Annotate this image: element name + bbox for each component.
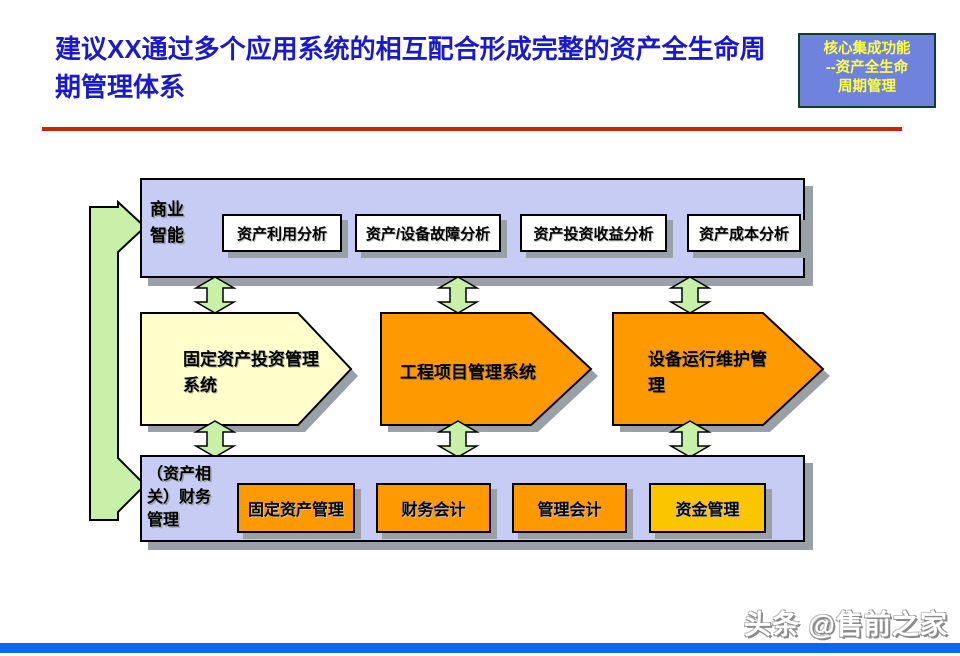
left-loop-arrow-icon — [89, 199, 147, 521]
analysis-box-asset-cost: 资产成本分析 — [687, 214, 801, 252]
slide-title-line-2: 期管理体系 — [55, 72, 186, 102]
watermark: 头条 @售前之家 — [744, 610, 948, 640]
business-intelligence-label: 商业 智能 — [150, 197, 194, 249]
finance-box-financial-accounting: 财务会计 — [376, 483, 491, 533]
corner-badge-line-1: 核心集成功能 — [823, 41, 911, 57]
double-arrow-icon — [668, 276, 712, 314]
double-arrow-icon — [436, 276, 480, 314]
system-arrow-fixed-asset-investment — [140, 312, 358, 432]
fin-label-line-1: （资产相 — [147, 466, 212, 483]
system-label-line: 理 — [648, 376, 665, 395]
finance-box-capital-management: 资金管理 — [649, 483, 766, 533]
double-arrow-icon — [193, 420, 237, 458]
footer-bar — [0, 643, 960, 653]
title-divider — [42, 127, 902, 131]
system-arrow-equipment-maintenance — [612, 312, 830, 432]
corner-badge-line-3: 周期管理 — [838, 79, 896, 95]
financial-management-label: （资产相 关）财务 管理 — [147, 463, 227, 532]
system-label-fixed-asset-investment: 固定资产投资管理 系统 — [183, 347, 319, 399]
double-arrow-icon — [193, 276, 237, 314]
corner-badge: 核心集成功能 --资产全生命 周期管理 — [798, 33, 936, 108]
business-intelligence-band: 商业 智能 资产利用分析 资产/设备故障分析 资产投资收益分析 资产成本分析 — [140, 178, 805, 278]
system-label-line: 系统 — [183, 376, 217, 395]
system-label-project-management: 工程项目管理系统 — [400, 360, 536, 386]
double-arrow-icon — [436, 420, 480, 458]
slide-title: 建议XX通过多个应用系统的相互配合形成完整的资产全生命周 期管理体系 — [55, 30, 800, 106]
system-label-line: 固定资产投资管理 — [183, 350, 319, 369]
finance-box-fixed-asset-management: 固定资产管理 — [237, 483, 355, 533]
double-arrow-icon — [668, 420, 712, 458]
corner-badge-line-2: --资产全生命 — [825, 60, 909, 76]
financial-management-band: （资产相 关）财务 管理 固定资产管理 财务会计 管理会计 资金管理 — [140, 455, 805, 542]
slide-title-line-1: 建议XX通过多个应用系统的相互配合形成完整的资产全生命周 — [55, 34, 766, 64]
bi-label-line-1: 商业 — [150, 200, 184, 219]
system-label-line: 设备运行维护管 — [648, 350, 767, 369]
finance-box-management-accounting: 管理会计 — [512, 483, 627, 533]
system-label-equipment-maintenance: 设备运行维护管 理 — [648, 347, 767, 399]
system-arrow-project-management — [380, 312, 598, 432]
analysis-box-asset-utilization: 资产利用分析 — [222, 214, 342, 252]
analysis-box-asset-equipment-failure: 资产/设备故障分析 — [355, 214, 501, 252]
bi-label-line-2: 智能 — [150, 226, 184, 245]
analysis-box-investment-return: 资产投资收益分析 — [520, 214, 667, 252]
fin-label-line-3: 管理 — [147, 512, 180, 529]
system-label-line: 工程项目管理系统 — [400, 363, 536, 382]
fin-label-line-2: 关）财务 — [147, 489, 212, 506]
